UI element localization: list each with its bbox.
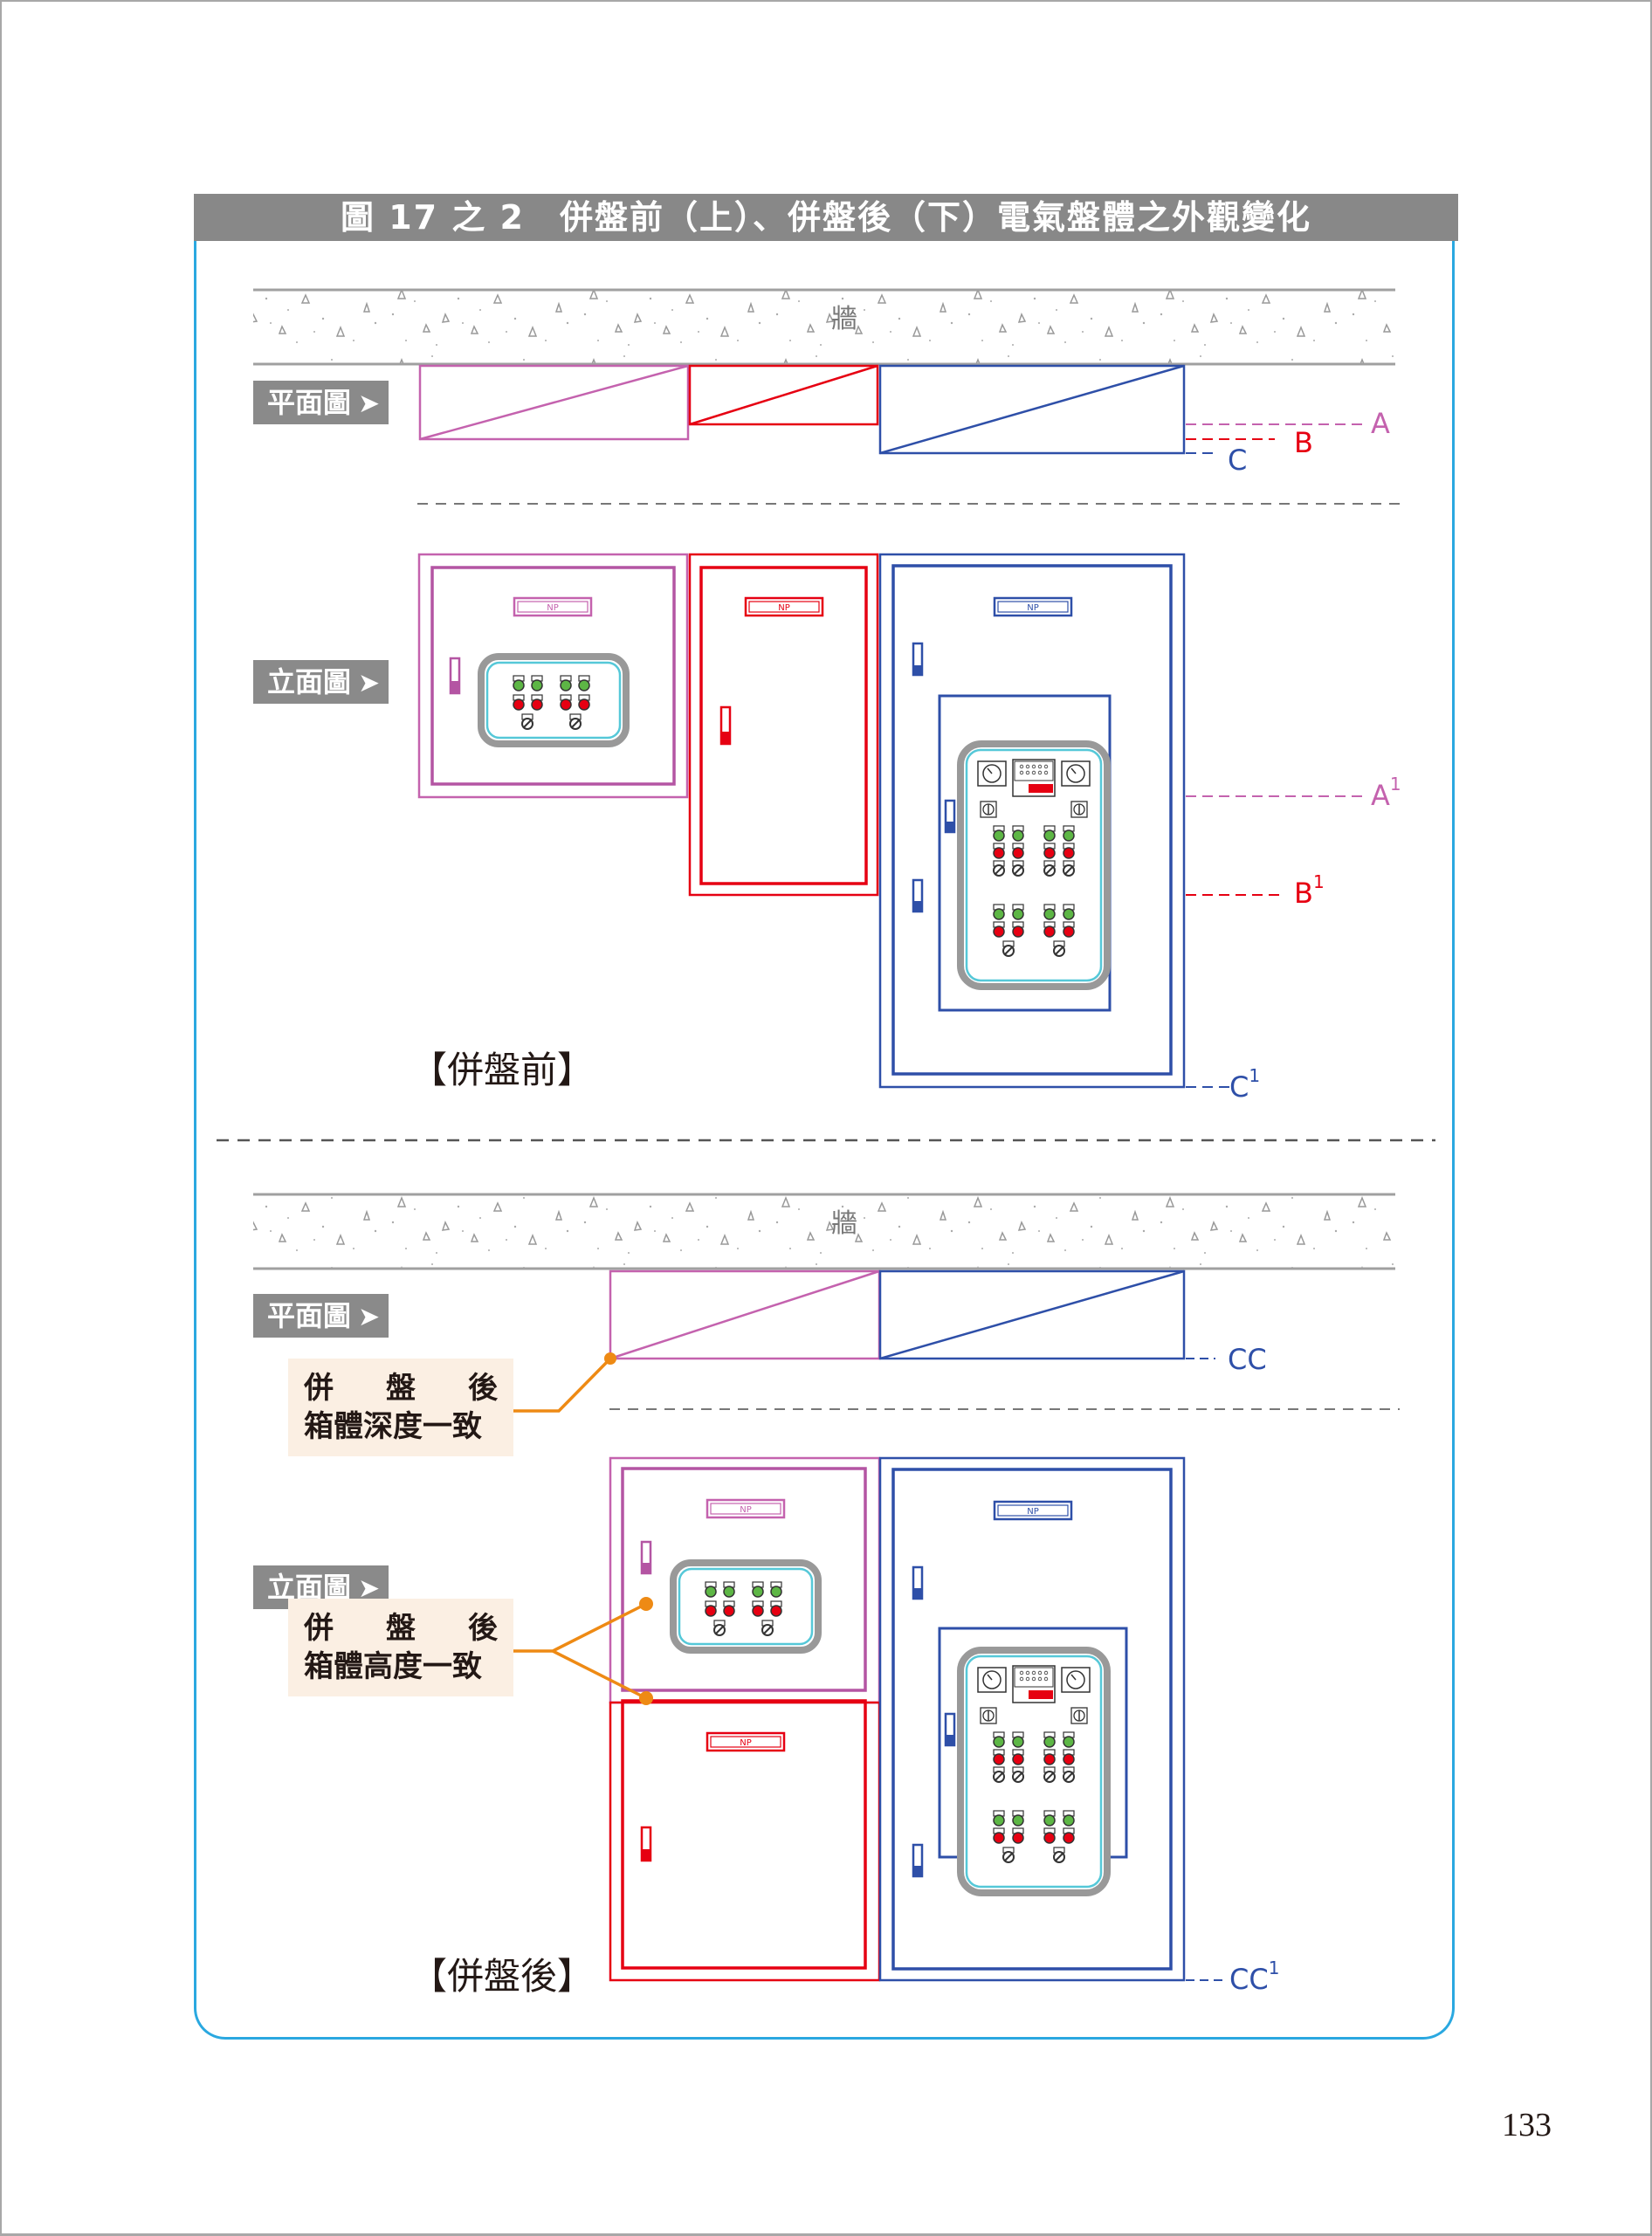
nameplate-panel-b-before: NP (744, 596, 824, 617)
control-panel-c-after (957, 1647, 1111, 1896)
arrow-right-icon: ➤ (358, 389, 381, 419)
control-panel-c-before (957, 740, 1111, 990)
equipment-layer: NP NP NP NP NP NP (478, 596, 1111, 1896)
dim-label-cc: CC (1228, 1343, 1267, 1376)
elevation-dim-lines-before (1186, 795, 1366, 1088)
nameplate-panel-c-before: NP (993, 596, 1073, 617)
nameplate-panel-a-before: NP (513, 596, 593, 617)
arrow-right-icon: ➤ (358, 1302, 381, 1332)
plan-dim-lines-before (1186, 423, 1366, 454)
elevation-panel-b-after (609, 1699, 881, 1982)
plan-panel-c-after (878, 1269, 1186, 1360)
nameplate-panel-a-after: NP (706, 1498, 786, 1519)
nameplate-panel-b-after: NP (706, 1731, 786, 1752)
nameplate-panel-c-after: NP (993, 1500, 1073, 1521)
elevation-panel-b-before (688, 553, 879, 897)
wall-label-after: 牆 (831, 1208, 857, 1239)
control-panel-a-after (670, 1559, 822, 1654)
plan-view-tag-before: 平面圖➤ (253, 381, 389, 424)
dim-label-a: A (1371, 407, 1390, 440)
dim-label-c1: C1 (1229, 1065, 1261, 1104)
plan-panel-c-before (878, 364, 1186, 455)
nameplate-text: NP (547, 603, 559, 613)
depth-callout-dot (604, 1352, 616, 1365)
figure-frame (194, 241, 1455, 2040)
dim-label-a1: A1 (1371, 774, 1401, 812)
plan-panel-a-before (418, 364, 690, 441)
nameplate-text: NP (1027, 1507, 1039, 1517)
depth-consistent-note: 併盤後 箱體深度一致 (288, 1359, 513, 1456)
elevation-view-tag-label: 立面圖 (267, 1571, 352, 1604)
figure-title: 圖 17 之 2 併盤前（上）、併盤後（下）電氣盤體之外觀變化 (194, 194, 1458, 241)
nameplate-text: NP (740, 1505, 752, 1515)
elevation-view-tag-before: 立面圖➤ (253, 660, 389, 704)
plan-panel-a-after (609, 1269, 881, 1360)
wall-before (253, 288, 1395, 366)
elevation-panel-a-before (417, 553, 689, 799)
nameplate-text: NP (778, 603, 790, 613)
depth-callout-line (513, 1357, 612, 1413)
wall-label-before: 牆 (831, 304, 857, 334)
section-label-before: 【併盤前】 (410, 1049, 595, 1091)
nameplate-text: NP (740, 1738, 752, 1748)
height-consistent-note: 併盤後 箱體高度一致 (288, 1599, 513, 1696)
plan-view-tag-label: 平面圖 (267, 1299, 352, 1332)
nameplate-text: NP (1027, 603, 1039, 613)
dim-label-b: B (1294, 426, 1313, 459)
elevation-view-tag-label: 立面圖 (267, 665, 352, 698)
plan-view-tag-label: 平面圖 (267, 386, 352, 419)
arrow-right-icon: ➤ (358, 668, 381, 698)
section-label-after: 【併盤後】 (410, 1955, 595, 1998)
dim-label-c: C (1228, 444, 1248, 477)
dim-label-b1: B1 (1294, 871, 1325, 910)
elevation-panel-c-after (878, 1456, 1186, 1982)
height-callout-dot-lower (639, 1691, 653, 1705)
height-callout-lines (513, 1602, 647, 1700)
plan-panel-b-before (688, 364, 879, 426)
wall-after (253, 1193, 1395, 1270)
plan-view-tag-after: 平面圖➤ (253, 1294, 389, 1338)
page-number: 133 (1502, 2107, 1552, 2143)
height-callout-dot-upper (639, 1597, 653, 1611)
control-panel-a-before (478, 653, 630, 747)
dim-label-cc1: CC1 (1229, 1957, 1280, 1996)
